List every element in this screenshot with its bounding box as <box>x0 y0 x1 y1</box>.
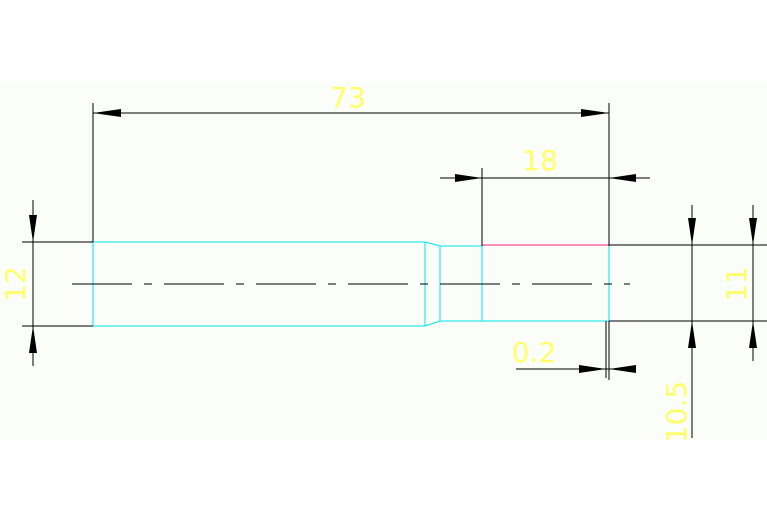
arrow-73-left <box>93 109 121 117</box>
arrow-73-right <box>581 109 609 117</box>
arrow-18-right <box>609 174 636 182</box>
arrow-18-left <box>455 174 482 182</box>
dim-18-label: 18 <box>522 144 558 177</box>
chamfer-bottom <box>424 320 441 327</box>
part-outline <box>92 241 610 327</box>
chamfer-top <box>424 241 441 247</box>
drawing-canvas <box>0 84 767 440</box>
arrow-12-top <box>29 215 37 242</box>
dim-0.2-label: 0.2 <box>512 336 557 369</box>
arrow-10.5-top <box>688 218 696 245</box>
arrow-11-bottom <box>749 321 757 348</box>
dim-10.5-label: 10.5 <box>660 381 693 443</box>
dim-11-label: 11 <box>720 266 753 302</box>
arrow-10.5-bottom <box>688 321 696 348</box>
arrow-0.2-right <box>609 365 636 373</box>
arrow-12-bottom <box>29 326 37 353</box>
arrow-0.2-left <box>579 365 606 373</box>
arrowheads <box>29 109 757 373</box>
arrow-11-top <box>749 218 757 245</box>
dim-73-label: 73 <box>330 81 366 114</box>
dim-12-label: 12 <box>0 266 32 302</box>
